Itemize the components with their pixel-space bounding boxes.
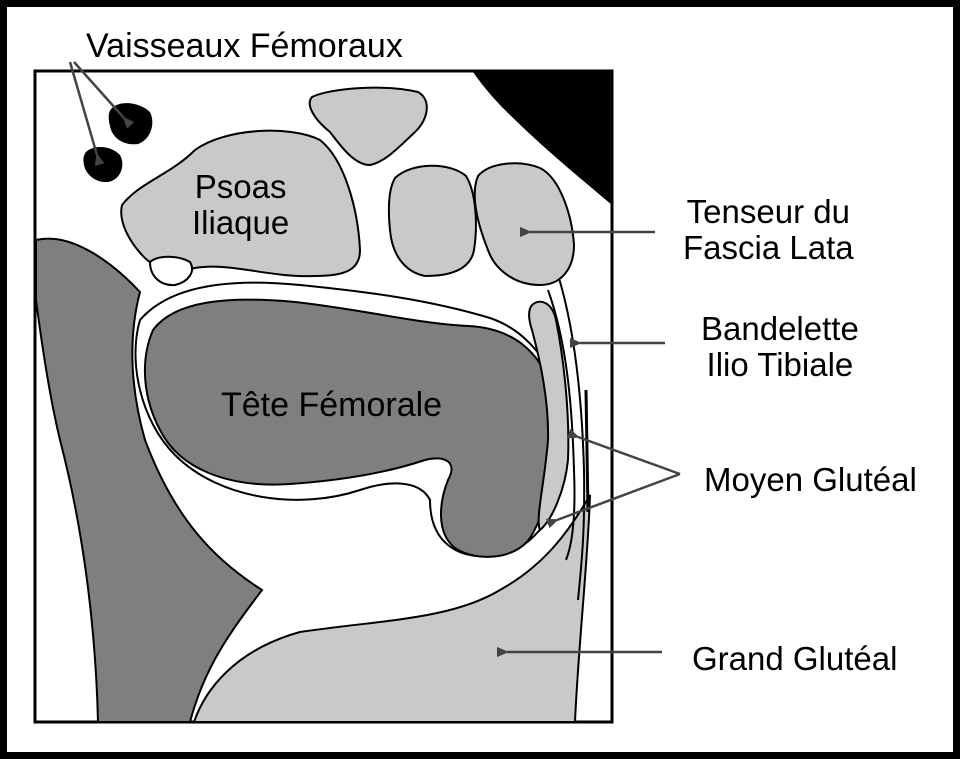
label-tete-femorale: Tête Fémorale [221,387,442,423]
label-tenseur-line2: Fascia Lata [683,230,854,266]
label-psoas-line1: Psoas [192,169,289,205]
label-bandelette-ilio-tibiale: Bandelette Ilio Tibiale [701,311,859,383]
label-psoas-line2: Iliaque [192,205,289,241]
label-psoas-iliaque: Psoas Iliaque [192,169,289,241]
label-grand-gluteal: Grand Glutéal [692,641,897,677]
label-bandelette-line2: Ilio Tibiale [701,347,859,383]
label-moyen-gluteal: Moyen Glutéal [704,462,917,498]
label-bandelette-line1: Bandelette [701,311,859,347]
fascia-edge-line [586,390,588,512]
label-tenseur-fascia-lata: Tenseur du Fascia Lata [683,194,854,266]
label-vaisseaux-femoraux: Vaisseaux Fémoraux [86,28,403,64]
label-tenseur-line1: Tenseur du [683,194,854,230]
rectus-femoris-muscle [389,166,476,276]
